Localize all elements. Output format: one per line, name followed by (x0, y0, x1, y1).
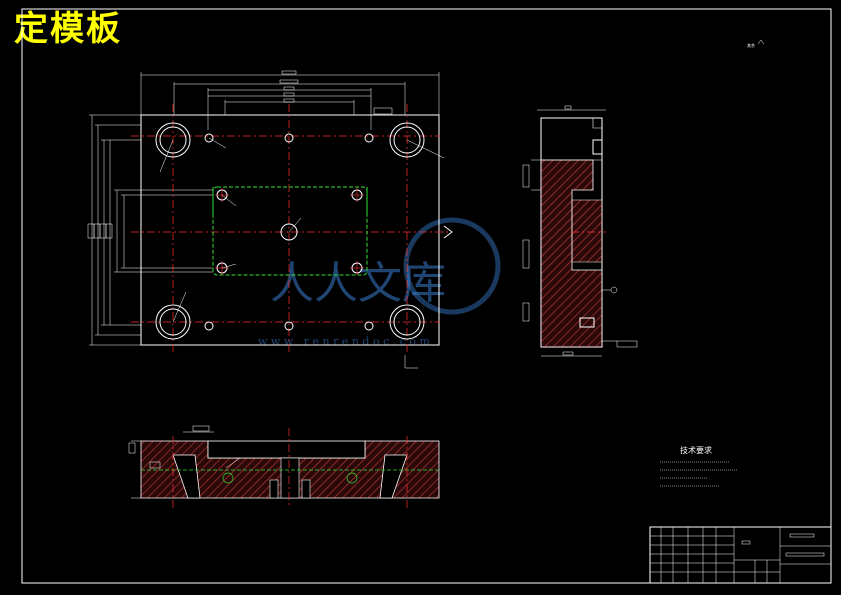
technical-requirements: 技术要求 (660, 445, 738, 487)
guide-pillar-holes (155, 122, 425, 340)
watermark-logo-text: 人人文库 (270, 258, 446, 309)
leader-lines (159, 137, 445, 369)
hole-crosshairs (215, 188, 364, 275)
plan-left-dimensions (87, 114, 213, 346)
sprue-bushing-hole (280, 223, 298, 241)
plan-view (87, 70, 453, 369)
plan-top-dimensions (140, 70, 440, 130)
watermark: 人人文库 w w w . r e n r e n d o c . c o m (258, 217, 501, 348)
surface-finish-note: 其余 (747, 42, 755, 48)
cavity-insert-pocket (212, 186, 368, 276)
tech-requirements-title: 技术要求 (680, 445, 712, 455)
title-block (649, 526, 832, 584)
side-section-view (522, 105, 638, 357)
front-section-view (128, 425, 440, 508)
plate-outline (140, 114, 440, 346)
drawing-border (21, 8, 832, 584)
watermark-url: w w w . r e n r e n d o c . c o m (258, 335, 430, 348)
drawing-title: 定模板 (14, 9, 122, 49)
